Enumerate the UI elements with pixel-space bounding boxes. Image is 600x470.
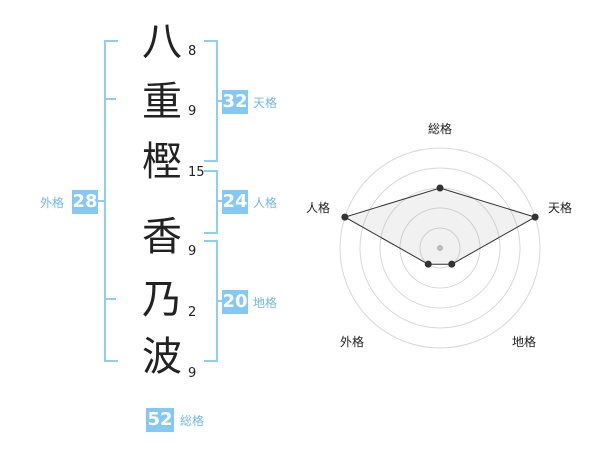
soukaku-score: 52 xyxy=(146,408,174,432)
chikaku-score: 20 xyxy=(222,290,248,314)
radar-point xyxy=(448,260,456,268)
gaikaku-tick xyxy=(104,298,116,300)
radar-point xyxy=(341,213,349,221)
radar-point xyxy=(436,184,444,192)
radar-axis-label-soukaku: 総格 xyxy=(428,121,452,136)
name-char-2: 重 xyxy=(142,79,182,125)
tenkaku-score: 32 xyxy=(222,90,248,114)
tenkaku-connector xyxy=(216,100,222,102)
stroke-count-5: 2 xyxy=(188,305,197,320)
name-char-6: 波 xyxy=(142,334,182,380)
radar-area xyxy=(343,187,537,265)
name-char-3: 樫 xyxy=(142,139,182,185)
soukaku-label: 総格 xyxy=(180,414,205,428)
jinkaku-connector xyxy=(216,200,222,202)
jinkaku-score: 24 xyxy=(222,190,248,214)
radar-axis-label-tenkaku: 天格 xyxy=(548,200,572,215)
radar-axis-label-gaikaku: 外格 xyxy=(340,334,364,349)
stroke-count-1: 8 xyxy=(188,44,197,59)
radar-point xyxy=(424,260,432,268)
stroke-count-3: 15 xyxy=(188,165,205,180)
name-char-1: 八 xyxy=(142,19,182,65)
gaikaku-label: 外格 xyxy=(40,196,65,210)
gaikaku-bracket xyxy=(104,40,118,362)
gaikaku-connector xyxy=(92,200,104,202)
radar-axis-label-chikaku: 地格 xyxy=(512,334,536,349)
chikaku-connector xyxy=(216,300,222,302)
radar-ring xyxy=(359,167,521,329)
radar-ring xyxy=(419,227,461,269)
tenkaku-label: 天格 xyxy=(253,96,278,110)
radar-points xyxy=(341,184,539,268)
chikaku-label: 地格 xyxy=(253,296,278,310)
gaikaku-tick xyxy=(104,98,116,100)
radar-chart: 総格 天格 地格 外格 人格 xyxy=(306,121,572,349)
stroke-count-4: 9 xyxy=(188,244,197,259)
radar-ring xyxy=(339,147,541,349)
jinkaku-bracket xyxy=(204,170,218,234)
radar-center xyxy=(437,245,443,251)
gaikaku-score: 28 xyxy=(72,190,98,214)
name-char-4: 香 xyxy=(142,214,182,260)
stroke-count-2: 9 xyxy=(188,104,197,119)
radar-axis-label-jinkaku: 人格 xyxy=(306,200,330,215)
stroke-count-6: 9 xyxy=(188,366,197,381)
jinkaku-label: 人格 xyxy=(253,196,278,210)
name-char-5: 乃 xyxy=(142,277,182,323)
radar-point xyxy=(531,213,539,221)
